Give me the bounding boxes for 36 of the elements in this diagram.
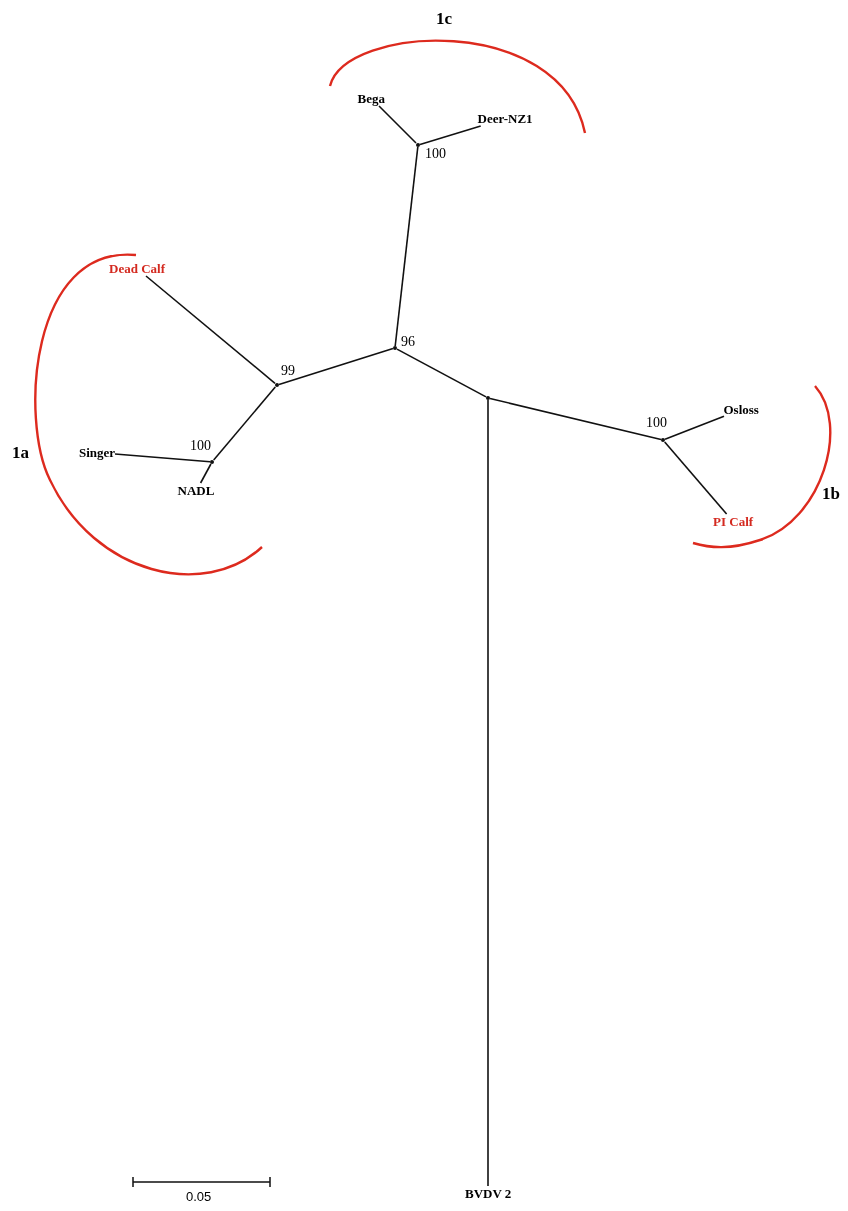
tree-branch [419, 125, 482, 146]
branch-point [661, 438, 665, 442]
bootstrap-value: 100 [646, 415, 667, 430]
tree-branch [663, 441, 728, 515]
tree-branch [114, 453, 211, 463]
branch-point [210, 460, 214, 464]
tree-branch [489, 397, 662, 441]
tree-branch [145, 275, 276, 385]
clade-label: 1b [822, 485, 840, 503]
bootstrap-value: 100 [425, 146, 446, 161]
tree-branch [378, 105, 417, 144]
clade-label: 1c [436, 10, 453, 28]
tree-branch [278, 347, 394, 386]
clade-label: 1a [12, 444, 29, 462]
taxon-label: Deer-NZ1 [477, 110, 533, 126]
taxon-label: NADL [177, 482, 215, 498]
bootstrap-value: 99 [281, 363, 295, 378]
taxon-label: Osloss [723, 401, 759, 417]
branch-point [416, 143, 420, 147]
branch-point [486, 396, 490, 400]
bootstrap-value: 96 [401, 334, 415, 349]
tree-branch [394, 146, 419, 347]
bootstrap-value: 100 [190, 438, 211, 453]
branch-point [393, 346, 397, 350]
taxon-label: Bega [357, 90, 385, 106]
tree-branch [199, 463, 212, 484]
taxon-label: BVDV 2 [465, 1185, 512, 1201]
branch-point [275, 383, 279, 387]
tree-branch [212, 386, 277, 461]
taxon-label: Singer [79, 444, 116, 460]
taxon-label: PI Calf [713, 513, 754, 529]
tree-branch [396, 348, 487, 398]
taxon-label: Dead Calf [109, 260, 165, 276]
scale-value: 0.05 [186, 1190, 212, 1204]
tree-branch [487, 399, 489, 1187]
tree-branch [664, 415, 725, 440]
